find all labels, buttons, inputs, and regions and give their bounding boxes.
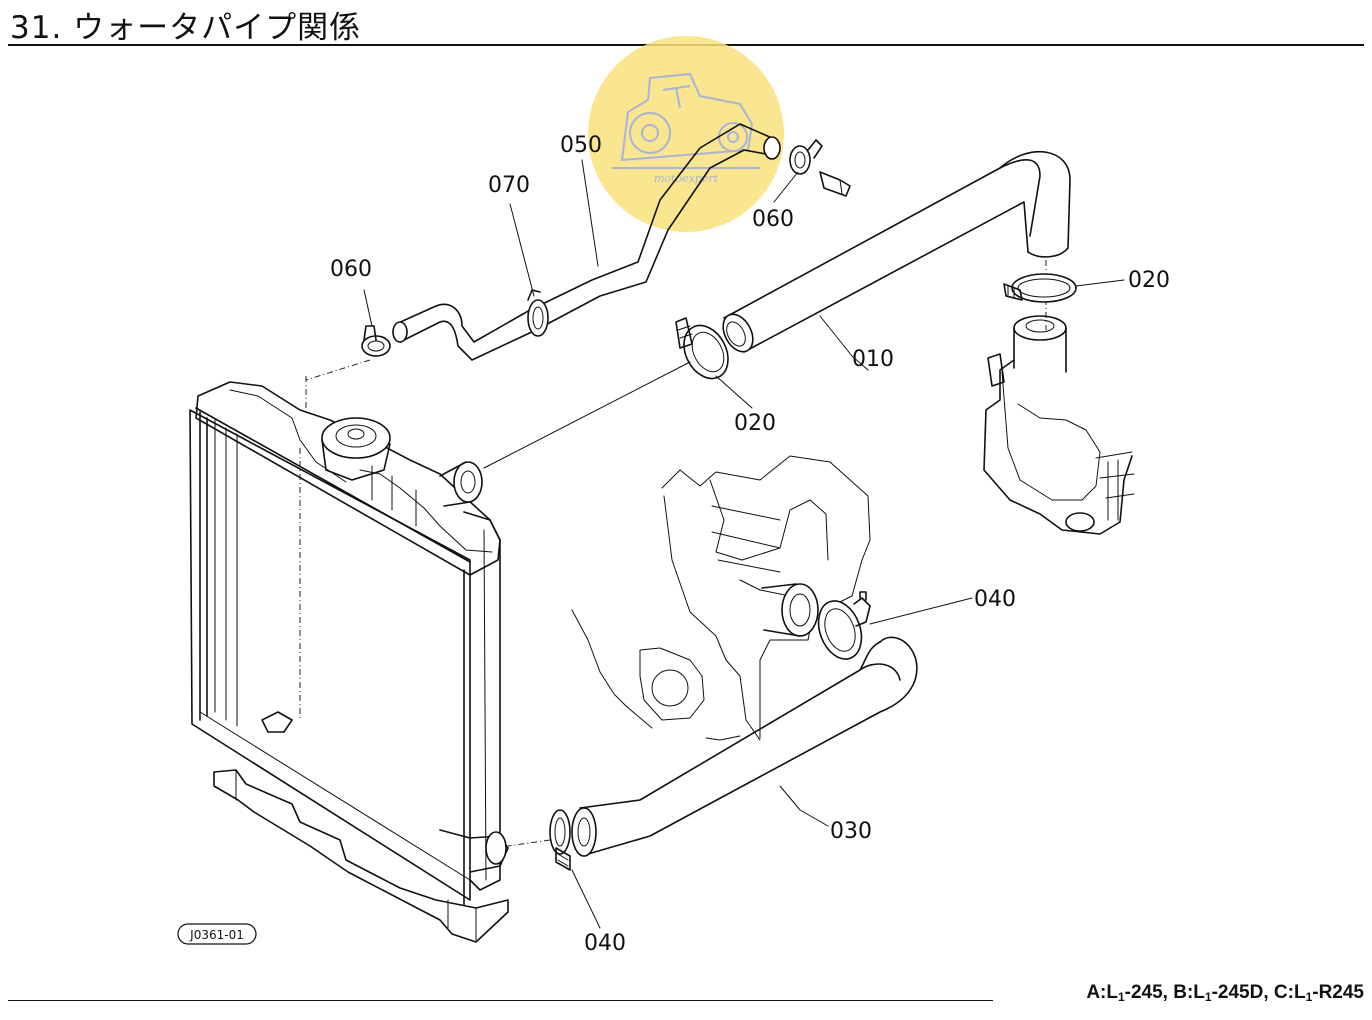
- part-040-clamp-right: [817, 591, 871, 660]
- model-b-suffix: -245D,: [1211, 982, 1269, 1003]
- label-030: 030: [830, 819, 872, 844]
- label-010: 010: [852, 347, 894, 372]
- model-a-sub: 1: [1117, 990, 1125, 1004]
- watermark-text: motoexpert: [654, 172, 719, 185]
- radiator: [189, 376, 509, 943]
- label-060-right: 060: [752, 207, 794, 232]
- part-070-clip: [527, 289, 549, 337]
- footer-rule: [8, 1000, 993, 1001]
- model-c-sub: 1: [1305, 990, 1313, 1004]
- part-020-clamp-upper: [1003, 273, 1077, 303]
- label-040-bottom: 040: [584, 931, 626, 956]
- part-020-clamp-lower: [483, 317, 729, 469]
- model-b-prefix: B:L: [1173, 982, 1205, 1003]
- part-010-upper-hose: [722, 151, 1071, 353]
- label-020-lower: 020: [734, 411, 776, 436]
- model-b-sub: 1: [1204, 990, 1212, 1004]
- label-020-upper: 020: [1128, 268, 1170, 293]
- model-a-prefix: A:L: [1086, 982, 1118, 1003]
- watermark-logo: motoexpert: [588, 36, 784, 232]
- part-030-lower-hose: [571, 636, 918, 857]
- label-060-left: 060: [330, 257, 372, 282]
- model-c-suffix: -R245: [1312, 982, 1364, 1003]
- thermostat-housing: [983, 315, 1135, 535]
- part-040-clamp-bottom: [507, 809, 571, 871]
- page-title: 31. ウォータパイプ関係: [10, 10, 362, 46]
- diagram-code: J0361-01: [189, 928, 244, 942]
- part-060-clamp-left: [305, 325, 391, 381]
- leader-lines: [363, 159, 1125, 929]
- diagram-code-badge: J0361-01: [177, 923, 257, 945]
- model-c-prefix: C:L: [1273, 982, 1306, 1003]
- model-a-suffix: -245,: [1124, 982, 1168, 1003]
- model-applicability: A:L1-245, B:L1-245D, C:L1-R245: [1086, 982, 1364, 1004]
- label-050: 050: [560, 133, 602, 158]
- label-040-right: 040: [974, 587, 1016, 612]
- part-050-overflow-pipe: [392, 123, 781, 361]
- label-070: 070: [488, 173, 530, 198]
- engine-block: [571, 455, 871, 741]
- part-060-clamp-right: [789, 139, 851, 197]
